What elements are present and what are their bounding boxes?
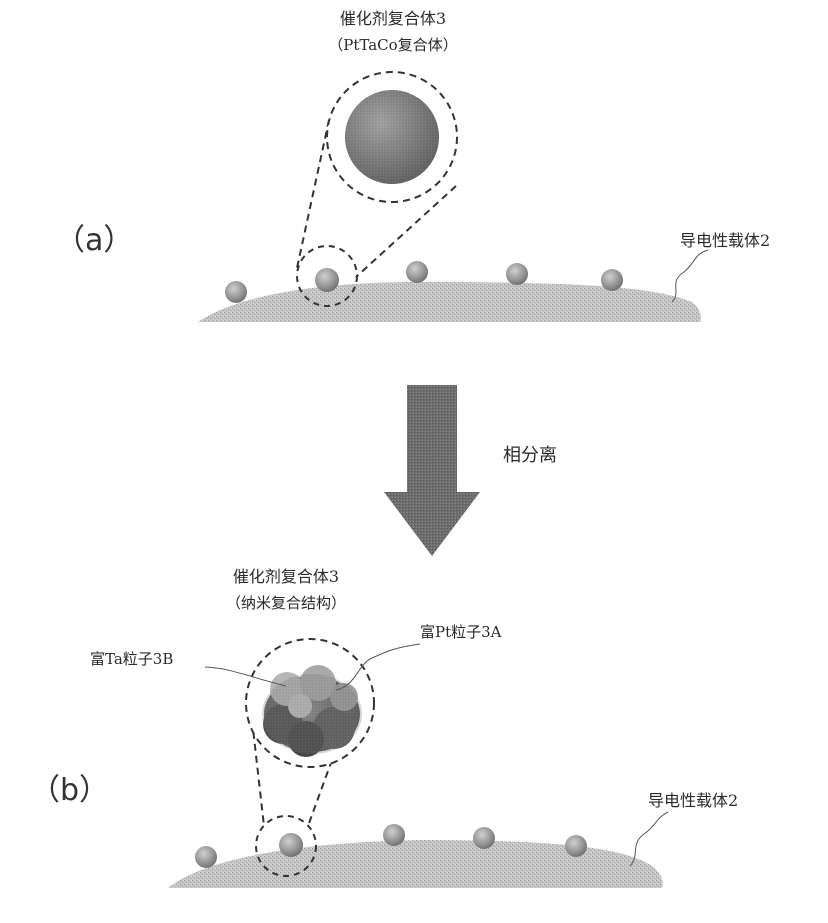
panel-b-catalyst-title: 催化剂复合体3 [233,567,339,586]
panel-b-support-leader [630,812,668,866]
nanocomposite-texture [262,674,362,754]
panel-a: 催化剂复合体3 （PtTaCo复合体） （a） 导电性载体2 [55,9,770,322]
panel-b-support-particle [195,846,217,868]
panel-b-conductive-support [168,840,663,888]
panel-b: 催化剂复合体3 （纳米复合结构） 富Pt粒子3A 富Ta粒子3B （b） [30,567,738,888]
panel-b-support-particle [473,827,495,849]
panel-a-catalyst-title: 催化剂复合体3 [340,9,446,28]
panel-a-support-particle [506,263,528,285]
phase-separation-arrow: 相分离 [384,385,557,556]
panel-b-zoom-line-right [308,760,332,826]
panel-a-catalyst-subtitle: （PtTaCo复合体） [328,36,457,54]
phase-separation-label: 相分离 [503,445,557,466]
panel-a-zoom-line-left [297,120,329,268]
panel-a-support-leader [672,250,708,302]
panel-a-support-particle [601,269,623,291]
panel-a-support-particle [315,268,339,292]
panel-b-support-particle [565,835,587,857]
panel-a-catalyst-texture [345,90,439,184]
pt-rich-particle-label: 富Pt粒子3A [420,623,502,641]
panel-a-support-particle [225,281,247,303]
panel-b-catalyst-subtitle: （纳米复合结构） [226,594,346,612]
panel-b-support-particle [383,824,405,846]
panel-b-support-particle [279,833,303,857]
panel-a-label: （a） [55,223,133,258]
panel-b-support-label: 导电性载体2 [648,791,738,810]
down-arrow-icon [384,385,480,556]
panel-b-label: （b） [30,773,109,808]
panel-a-support-label: 导电性载体2 [680,231,770,250]
ta-rich-particle-label: 富Ta粒子3B [90,650,173,668]
panel-a-conductive-support [198,282,701,322]
panel-a-support-particle [406,261,428,283]
